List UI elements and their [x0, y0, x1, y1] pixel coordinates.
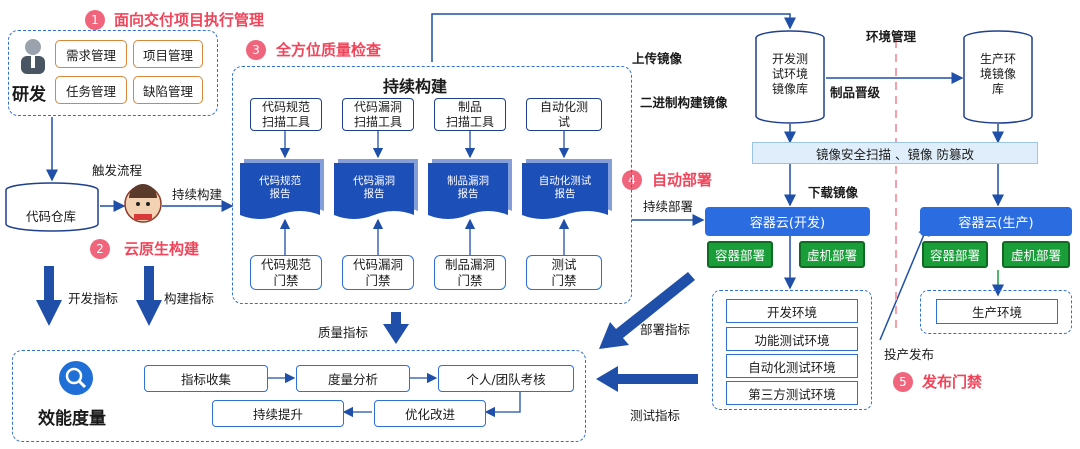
metric-assessment[interactable]: 个人/团队考核	[438, 365, 574, 392]
release-label: 投产发布	[884, 347, 935, 362]
cloud-dev[interactable]: 容器云(开发)	[705, 207, 870, 236]
dev-metric-label: 开发指标	[68, 291, 119, 306]
cloud-prod-container-deploy[interactable]: 容器部署	[922, 241, 988, 268]
repo-label: 代码仓库	[26, 209, 77, 224]
ci-panel	[232, 66, 632, 304]
step-2-title: 云原生构建	[124, 240, 200, 258]
arrow-upload-image	[431, 13, 796, 62]
gate-code-style[interactable]: 代码规范 门禁	[250, 255, 322, 290]
report-code-style: 代码规范 报告	[259, 175, 301, 200]
build-metric-label: 构建指标	[164, 291, 215, 306]
gate-test[interactable]: 测试 门禁	[526, 255, 602, 290]
deploy-metric-label: 部署指标	[640, 322, 691, 337]
prod-env-panel	[920, 290, 1072, 334]
prod-registry-label: 生产环 境镜像 库	[979, 52, 1016, 96]
metric-collect[interactable]: 指标收集	[144, 365, 268, 392]
arrow-build-metric	[136, 266, 162, 326]
report-stacks	[240, 159, 612, 219]
metric-optimize[interactable]: 优化改进	[374, 400, 486, 427]
efficiency-label: 效能度量	[38, 409, 106, 429]
analytics-icon	[58, 360, 94, 396]
jenkins-icon	[124, 184, 162, 224]
arrow-dev-metric	[36, 266, 62, 326]
arrow-test-metric	[596, 366, 698, 392]
env-dev[interactable]: 开发环境	[726, 299, 858, 323]
tool-artifact[interactable]: 制品 扫描工具	[434, 98, 506, 131]
tool-autotest[interactable]: 自动化测 试	[526, 98, 602, 131]
project-mgmt[interactable]: 项目管理	[133, 40, 203, 68]
repo-cylinder	[4, 182, 100, 232]
artifact-promote-label: 制品晋级	[830, 85, 881, 100]
dev-registry-label: 开发测 试环境 镜像库	[771, 52, 808, 96]
cont-deploy-label: 持续部署	[643, 199, 694, 214]
step-5-title: 发布门禁	[922, 373, 983, 391]
env-func-test[interactable]: 功能测试环境	[726, 327, 858, 351]
gate-artifact-vuln[interactable]: 制品漏洞 门禁	[434, 255, 506, 290]
report-artifact-vuln: 制品漏洞 报告	[447, 175, 489, 200]
cloud-prod[interactable]: 容器云(生产)	[920, 207, 1072, 236]
efficiency-panel	[12, 350, 586, 442]
dev-registry-cylinder	[754, 30, 826, 126]
trigger-label: 触发流程	[92, 163, 143, 178]
step-3-title: 全方位质量检查	[276, 41, 382, 59]
task-mgmt[interactable]: 任务管理	[55, 76, 127, 104]
metric-continuous-improve[interactable]: 持续提升	[212, 400, 344, 427]
tool-code-vuln[interactable]: 代码漏洞 扫描工具	[342, 98, 414, 131]
download-image-label: 下载镜像	[808, 185, 859, 200]
arrow-release	[879, 223, 930, 341]
tool-code-style[interactable]: 代码规范 扫描工具	[250, 98, 322, 131]
arrow-quality-metric	[383, 312, 409, 344]
step-1-title: 面向交付项目执行管理	[114, 11, 265, 29]
image-scan-bar: 镜像安全扫描 、镜像 防篡改	[752, 142, 1038, 164]
binary-build-image-label: 二进制构建镜像	[640, 95, 728, 110]
step-1-badge: 1	[85, 10, 105, 30]
arrow-deploy-metric	[599, 272, 695, 349]
cloud-dev-vm-deploy[interactable]: 虚机部署	[799, 241, 865, 268]
gate-code-vuln[interactable]: 代码漏洞 门禁	[342, 255, 414, 290]
report-code-vuln: 代码漏洞 报告	[353, 175, 395, 200]
env-prod[interactable]: 生产环境	[936, 299, 1058, 324]
upload-image-label: 上传镜像	[632, 51, 683, 66]
test-metric-label: 测试指标	[630, 408, 681, 423]
metric-analysis[interactable]: 度量分析	[296, 365, 410, 392]
step-3-badge: 3	[246, 40, 266, 60]
dev-label: 研发	[12, 85, 46, 105]
defect-mgmt[interactable]: 缺陷管理	[133, 76, 203, 104]
ci-title: 持续构建	[383, 77, 448, 96]
quality-metric-label: 质量指标	[318, 325, 369, 340]
cloud-dev-container-deploy[interactable]: 容器部署	[707, 241, 773, 268]
report-autotest: 自动化测试 报告	[538, 175, 592, 200]
env-third-party-test[interactable]: 第三方测试环境	[726, 381, 858, 405]
step-5-badge: 5	[893, 372, 913, 392]
dev-panel	[8, 30, 218, 116]
dev-env-panel	[712, 290, 872, 410]
req-mgmt[interactable]: 需求管理	[55, 40, 127, 68]
step-2-badge: 2	[90, 239, 110, 259]
build-trigger-label: 持续构建	[172, 187, 223, 202]
prod-registry-cylinder	[962, 30, 1034, 126]
step-4-title: 自动部署	[652, 171, 713, 189]
env-auto-test[interactable]: 自动化测试环境	[726, 354, 858, 378]
developer-icon	[18, 36, 48, 76]
env-mgmt-label: 环境管理	[866, 29, 917, 44]
cloud-prod-vm-deploy[interactable]: 虚机部署	[1002, 241, 1070, 268]
